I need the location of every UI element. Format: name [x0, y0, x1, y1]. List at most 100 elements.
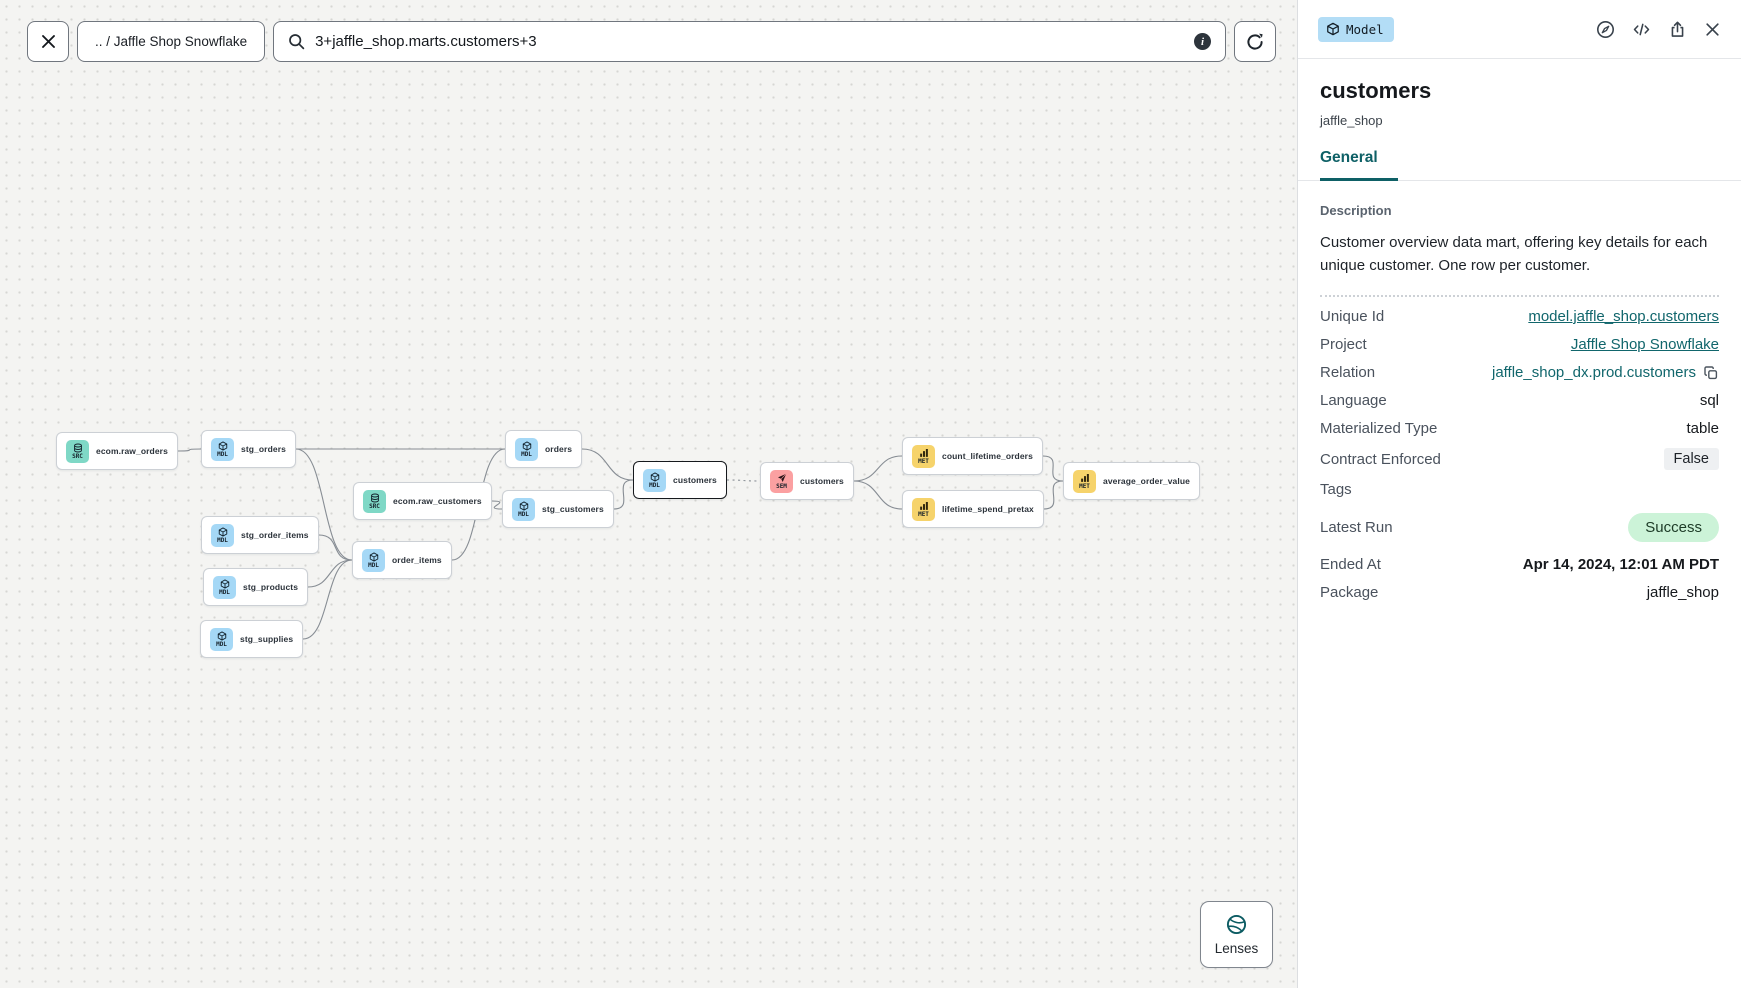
node-label: customers [800, 476, 844, 486]
mdl-type-icon: MDL [643, 468, 666, 492]
graph-node-lifetime-spend-pretax[interactable]: MET lifetime_spend_pretax [902, 490, 1044, 528]
graph-node-stg-customers[interactable]: MDL stg_customers [502, 490, 614, 528]
model-cube-icon [1327, 22, 1339, 36]
field-row-relation: Relation jaffle_shop_dx.prod.customers [1320, 359, 1719, 387]
refresh-button[interactable] [1234, 21, 1276, 62]
close-icon [1706, 22, 1719, 36]
breadcrumb[interactable]: .. / Jaffle Shop Snowflake [77, 21, 266, 62]
mdl-type-icon: MDL [362, 548, 385, 572]
panel-header-actions [1596, 20, 1721, 39]
description-label: Description [1320, 203, 1392, 218]
mdl-type-icon: MDL [213, 575, 236, 599]
search-icon [289, 34, 305, 50]
panel-tabs: General [1298, 149, 1741, 181]
field-label: Unique Id [1320, 308, 1385, 325]
panel-title-block: customers jaffle_shop [1298, 59, 1741, 128]
lenses-button[interactable]: Lenses [1200, 901, 1273, 968]
mdl-type-icon: MDL [512, 497, 535, 521]
copy-relation-button[interactable] [1703, 365, 1719, 381]
tab-general[interactable]: General [1320, 149, 1398, 181]
project-link[interactable]: Jaffle Shop Snowflake [1570, 336, 1719, 353]
src-type-icon: SRC [363, 489, 386, 513]
resource-subtitle: jaffle_shop [1320, 113, 1383, 128]
lineage-topbar: .. / Jaffle Shop Snowflake i [27, 21, 1276, 62]
field-row-materialized-type: Materialized Type table [1320, 415, 1719, 443]
met-type-icon: MET [912, 497, 935, 521]
mdl-type-icon: MDL [515, 437, 538, 461]
graph-node-ecom-raw-customers[interactable]: SRC ecom.raw_customers [353, 482, 492, 520]
mdl-type-icon: MDL [211, 437, 234, 461]
field-row-contract-enforced: Contract Enforced False [1320, 443, 1719, 476]
close-lineage-button[interactable] [27, 21, 69, 62]
field-label: Latest Run [1320, 518, 1393, 536]
field-label: Relation [1320, 364, 1376, 381]
node-label: lifetime_spend_pretax [942, 504, 1034, 514]
met-type-icon: MET [912, 444, 935, 468]
node-label: stg_products [243, 582, 299, 592]
materialized-type-value: table [1686, 420, 1719, 437]
explore-lineage-button[interactable] [1596, 20, 1615, 39]
lineage-canvas[interactable]: .. / Jaffle Shop Snowflake i Lenses SRCe… [0, 0, 1297, 988]
met-type-icon: MET [1073, 469, 1096, 493]
lenses-icon [1226, 914, 1247, 935]
graph-node-count-lifetime-orders[interactable]: MET count_lifetime_orders [902, 437, 1043, 475]
graph-node-orders[interactable]: MDL orders [505, 430, 583, 468]
node-label: order_items [392, 555, 442, 565]
close-icon [41, 35, 55, 48]
sem-type-icon: SEM [770, 469, 793, 493]
ended-at-value: Apr 14, 2024, 12:01 AM PDT [1522, 556, 1719, 573]
close-panel-button[interactable] [1704, 21, 1721, 38]
field-row-latest-run: Latest Run Success [1320, 504, 1719, 551]
graph-node-order-items[interactable]: MDL order_items [352, 541, 452, 579]
node-label: ecom.raw_customers [393, 496, 482, 506]
node-label: stg_customers [542, 504, 604, 514]
search-input[interactable] [315, 33, 1184, 50]
field-label: Tags [1320, 481, 1352, 498]
node-label: stg_order_items [241, 530, 309, 540]
graph-node-stg-products[interactable]: MDL stg_products [203, 568, 309, 606]
copy-icon [1704, 365, 1718, 379]
graph-node-stg-supplies[interactable]: MDL stg_supplies [200, 620, 304, 658]
view-code-button[interactable] [1632, 20, 1651, 39]
refresh-icon [1247, 33, 1263, 50]
field-row-project: Project Jaffle Shop Snowflake [1320, 331, 1719, 359]
node-label: orders [545, 444, 573, 454]
unique-id-link[interactable]: model.jaffle_shop.customers [1528, 308, 1719, 325]
graph-node-average-order-value[interactable]: MET average_order_value [1063, 462, 1200, 500]
relation-value: jaffle_shop_dx.prod.customers [1491, 364, 1696, 381]
mdl-type-icon: MDL [210, 627, 233, 651]
graph-node-customers-semantic[interactable]: SEM customers [760, 462, 854, 500]
resource-type-label: Model [1346, 21, 1384, 37]
package-value: jaffle_shop [1646, 584, 1719, 601]
field-label: Materialized Type [1320, 420, 1438, 437]
lenses-label: Lenses [1214, 941, 1259, 956]
description-text: Customer overview data mart, offering ke… [1320, 234, 1708, 275]
graph-node-stg-order-items[interactable]: MDL stg_order_items [201, 516, 319, 554]
share-icon [1671, 21, 1684, 37]
latest-run-status-badge: Success [1628, 512, 1719, 542]
divider [1320, 294, 1719, 297]
mdl-type-icon: MDL [211, 523, 234, 547]
field-row-ended-at: Ended At Apr 14, 2024, 12:01 AM PDT [1320, 551, 1719, 579]
breadcrumb-label: .. / Jaffle Shop Snowflake [95, 34, 248, 49]
field-row-tags: Tags [1320, 476, 1719, 504]
search-info-icon[interactable]: i [1194, 33, 1211, 50]
field-label: Ended At [1320, 556, 1381, 573]
resource-type-badge: Model [1318, 16, 1394, 42]
field-row-unique-id: Unique Id model.jaffle_shop.customers [1320, 303, 1719, 331]
node-label: stg_supplies [240, 634, 294, 644]
panel-header: Model [1298, 0, 1741, 59]
node-label: ecom.raw_orders [96, 446, 168, 456]
node-label: count_lifetime_orders [942, 451, 1033, 461]
compass-icon [1597, 20, 1614, 38]
field-label: Language [1320, 392, 1387, 409]
node-label: average_order_value [1103, 476, 1190, 486]
panel-content: Description Customer overview data mart,… [1298, 181, 1741, 607]
resource-title: customers [1320, 78, 1432, 103]
share-button[interactable] [1668, 20, 1687, 39]
lineage-search-bar[interactable]: i [273, 21, 1226, 62]
field-label: Package [1320, 584, 1379, 601]
